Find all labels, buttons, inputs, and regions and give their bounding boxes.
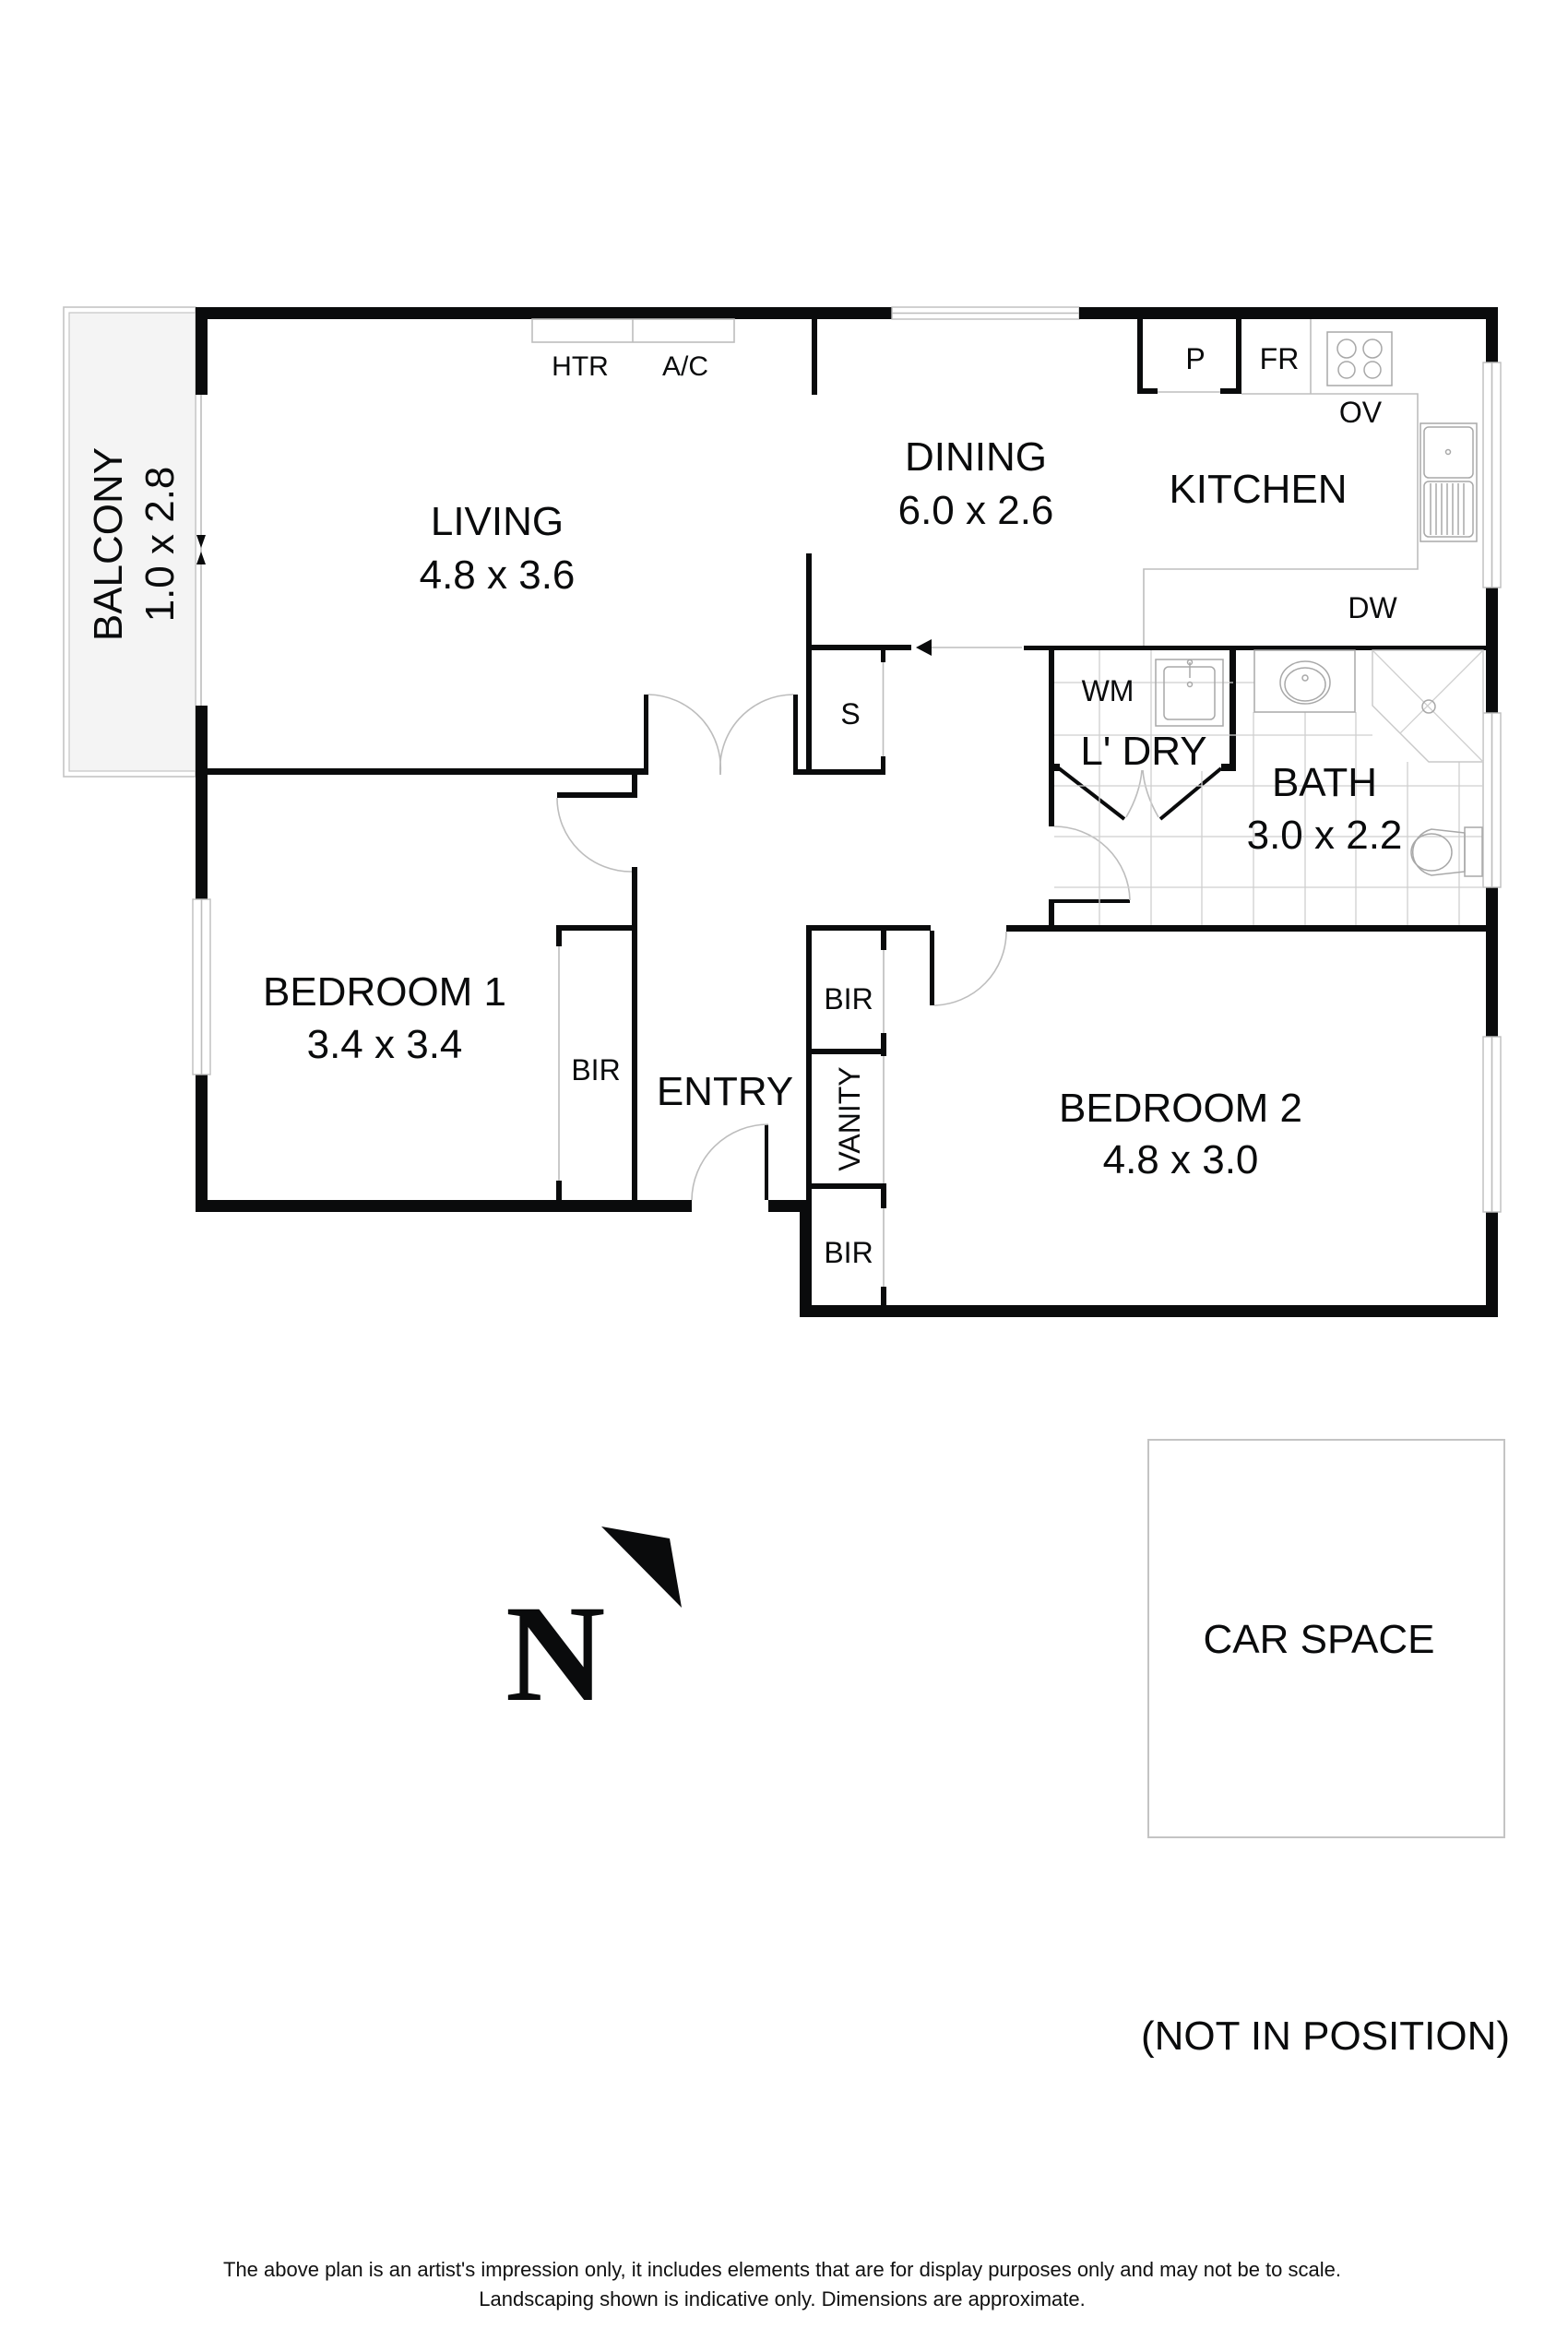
room-labels: LIVING 4.8 x 3.6 HTR A/C DINING 6.0 x 2.… bbox=[263, 342, 1402, 1269]
bedroom1-bir-label: BIR bbox=[571, 1053, 620, 1087]
heater-aircon-units bbox=[531, 318, 735, 343]
bedroom2-label: BEDROOM 2 bbox=[1059, 1086, 1302, 1131]
washing-machine-label: WM bbox=[1082, 674, 1134, 707]
oven-label: OV bbox=[1339, 396, 1383, 429]
balcony: BALCONY 1.0 x 2.8 bbox=[63, 306, 206, 778]
disclaimer: The above plan is an artist's impression… bbox=[223, 2258, 1341, 2310]
kitchen-fixtures bbox=[1143, 319, 1478, 646]
bedroom1-dims: 3.4 x 3.4 bbox=[307, 1022, 463, 1067]
balcony-dimension-arrow-up-icon bbox=[196, 535, 206, 548]
north-letter: N bbox=[505, 1577, 605, 1730]
bath-tiles bbox=[1054, 650, 1483, 925]
storage-label: S bbox=[840, 697, 860, 731]
cooktop-icon bbox=[1326, 331, 1393, 386]
north-arrow-icon bbox=[601, 1526, 682, 1608]
toilet-icon bbox=[1410, 826, 1483, 877]
bedroom1-window bbox=[192, 898, 211, 1075]
vanity-label: VANITY bbox=[833, 1066, 866, 1170]
laundry-tub-icon bbox=[1155, 659, 1224, 727]
kitchen-label: KITCHEN bbox=[1169, 467, 1347, 512]
bath-dims: 3.0 x 2.2 bbox=[1247, 813, 1403, 858]
dining-label: DINING bbox=[905, 434, 1047, 480]
aircon-label: A/C bbox=[662, 351, 708, 382]
balcony-label: BALCONY bbox=[86, 447, 131, 641]
shower-icon bbox=[1372, 649, 1484, 763]
disclaimer-line-2: Landscaping shown is indicative only. Di… bbox=[479, 2287, 1086, 2310]
bath-vanity-basin-icon bbox=[1253, 649, 1356, 713]
fridge-label: FR bbox=[1260, 342, 1300, 375]
balcony-dims: 1.0 x 2.8 bbox=[137, 467, 183, 623]
bath-window bbox=[1482, 712, 1502, 888]
living-label: LIVING bbox=[431, 499, 564, 544]
car-space-label: CAR SPACE bbox=[1203, 1617, 1434, 1662]
heater-label: HTR bbox=[552, 351, 609, 382]
dining-window bbox=[891, 306, 1080, 320]
bedroom2-window bbox=[1482, 1036, 1502, 1213]
pantry-label: P bbox=[1185, 342, 1205, 375]
bedroom1-label: BEDROOM 1 bbox=[263, 969, 506, 1015]
entry-direction-arrow-icon bbox=[916, 639, 932, 656]
bedroom2-bir-bottom-label: BIR bbox=[824, 1236, 873, 1269]
kitchen-window bbox=[1482, 362, 1502, 588]
entry-label: ENTRY bbox=[657, 1069, 793, 1114]
living-dims: 4.8 x 3.6 bbox=[420, 552, 576, 598]
kitchen-sink-icon bbox=[1420, 422, 1478, 542]
car-space: CAR SPACE (NOT IN POSITION) bbox=[1141, 1439, 1510, 2059]
balcony-dimension-arrow-down-icon bbox=[196, 552, 206, 564]
bedroom2-dims: 4.8 x 3.0 bbox=[1103, 1137, 1259, 1182]
disclaimer-line-1: The above plan is an artist's impression… bbox=[223, 2258, 1341, 2281]
car-space-note: (NOT IN POSITION) bbox=[1141, 2013, 1510, 2059]
walls bbox=[192, 306, 1502, 1317]
north-compass: N bbox=[505, 1526, 682, 1730]
dishwasher-label: DW bbox=[1348, 591, 1397, 624]
laundry-label: L' DRY bbox=[1080, 729, 1206, 774]
door-swings bbox=[556, 639, 1223, 1201]
bedroom2-bir-top-label: BIR bbox=[824, 982, 873, 1016]
bath-label: BATH bbox=[1272, 760, 1377, 805]
dining-dims: 6.0 x 2.6 bbox=[898, 488, 1054, 533]
